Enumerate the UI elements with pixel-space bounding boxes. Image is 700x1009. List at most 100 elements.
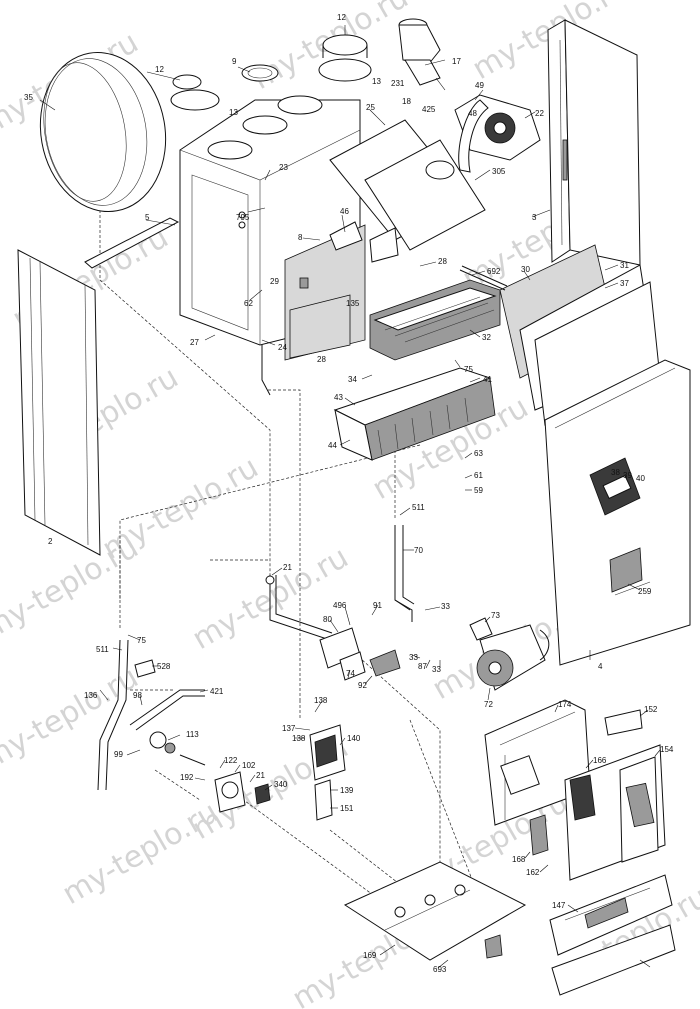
control-unit [564, 744, 666, 881]
label-40: 40 [636, 474, 645, 483]
label-528: 528 [157, 662, 171, 671]
watermark: my-teplo.ru [0, 660, 144, 777]
label-80: 80 [323, 615, 332, 624]
label-122: 122 [224, 756, 238, 765]
label-102: 102 [242, 761, 256, 770]
label-231: 231 [391, 79, 405, 88]
label-340: 340 [274, 780, 288, 789]
label-18: 18 [402, 97, 411, 106]
leader-lines [39, 25, 661, 969]
label-8: 8 [298, 233, 303, 242]
label-13a: 13 [372, 77, 381, 86]
label-162: 147 [552, 901, 566, 910]
watermark: my-teplo.ru [57, 795, 225, 912]
label-692: 692 [487, 267, 501, 276]
left-side-panel [17, 249, 101, 556]
label-305: 305 [492, 167, 506, 176]
label-135: 135 [346, 299, 360, 308]
combustion-chamber [284, 221, 399, 361]
label-92: 92 [358, 681, 367, 690]
label-70: 70 [414, 546, 423, 555]
label-2: 2 [48, 537, 53, 546]
label-3: 3 [532, 213, 537, 222]
label-37: 37 [620, 279, 629, 288]
label-137: 137 [282, 724, 296, 733]
label-62: 62 [244, 299, 253, 308]
part-labels: 12 9 12 13 13 35 23 795 5 8 46 25 305 17… [24, 13, 674, 974]
fan-assembly [454, 94, 541, 173]
label-140: 140 [347, 734, 361, 743]
label-25: 25 [366, 103, 375, 112]
label-91: 91 [373, 601, 382, 610]
label-27: 27 [190, 338, 199, 347]
label-169: 693 [433, 965, 447, 974]
label-113: 113 [186, 730, 199, 739]
label-33b: 33 [409, 653, 418, 662]
label-151: 174 [558, 700, 572, 709]
display-panel [549, 874, 673, 956]
label-87: 87 [418, 662, 427, 671]
label-38: 38 [611, 468, 620, 477]
label-22: 22 [535, 109, 544, 118]
label-17: 17 [452, 57, 461, 66]
label-63: 63 [474, 449, 483, 458]
label-511a: 511 [412, 503, 425, 512]
label-73: 73 [491, 611, 500, 620]
label-23: 23 [279, 163, 288, 172]
label-75b: 75 [137, 636, 146, 645]
pipe-70 [394, 525, 415, 611]
label-30: 30 [521, 265, 530, 274]
expansion-vessel [39, 51, 167, 213]
label-21b: 21 [256, 771, 265, 780]
label-44: 44 [328, 441, 337, 450]
label-147: 169 [363, 951, 377, 960]
hydraulic-block [319, 599, 413, 681]
label-32: 32 [482, 333, 491, 342]
label-168: 162 [526, 868, 540, 877]
flue-rings [170, 34, 372, 111]
label-29: 29 [270, 277, 279, 286]
label-174: 152 [644, 705, 658, 714]
label-496: 496 [333, 601, 347, 610]
label-154: 166 [593, 756, 607, 765]
circulation-pump [476, 624, 550, 691]
label-12a: 12 [337, 13, 346, 22]
label-5: 5 [145, 213, 150, 222]
burner-assembly [333, 367, 496, 461]
valve-group [214, 771, 271, 813]
label-511b: 511 [96, 645, 109, 654]
label-192: 192 [180, 773, 194, 782]
flue-adapter [398, 18, 441, 86]
label-259: 259 [638, 587, 652, 596]
label-98: 98 [133, 691, 142, 700]
label-49: 49 [475, 81, 484, 90]
label-136: 136 [84, 691, 98, 700]
label-59: 59 [474, 486, 483, 495]
label-39: 39 [623, 471, 632, 480]
bracket-692 [459, 265, 508, 291]
label-9: 9 [232, 57, 237, 66]
tube-24 [261, 345, 333, 641]
rear-panel [547, 19, 641, 266]
label-31: 31 [620, 261, 629, 270]
label-4: 4 [598, 662, 603, 671]
base-plate [343, 861, 527, 961]
label-24: 24 [278, 343, 287, 352]
pump-connector [469, 617, 493, 641]
label-152: 154 [660, 745, 674, 754]
label-41: 41 [483, 375, 492, 384]
label-21a: 21 [283, 563, 292, 572]
mounting-rail [84, 217, 180, 269]
strip-693 [551, 924, 676, 996]
left-pipework [97, 639, 206, 791]
label-13b: 13 [229, 108, 238, 117]
watermark: my-teplo.ru [0, 530, 144, 647]
label-48: 48 [468, 109, 477, 118]
label-795: 795 [236, 213, 250, 222]
label-166: 168 [512, 855, 526, 864]
label-61: 61 [474, 471, 483, 480]
combustion-hood [329, 119, 486, 251]
label-34: 34 [348, 375, 357, 384]
label-43: 43 [334, 393, 343, 402]
